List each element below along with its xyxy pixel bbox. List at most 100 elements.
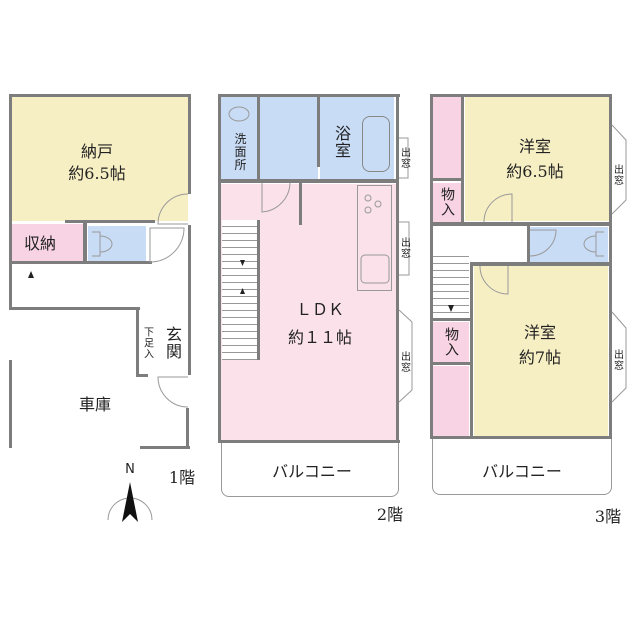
- stairs-3f: [433, 250, 469, 315]
- wall: [396, 94, 399, 443]
- wall: [430, 222, 612, 226]
- stove-icon: [364, 194, 372, 202]
- wall: [136, 374, 148, 377]
- compass-n-label: N: [125, 462, 135, 477]
- wall: [218, 94, 221, 443]
- storage-3f-1: [433, 183, 461, 222]
- bay-window-2f-1: [399, 137, 409, 179]
- wall: [83, 222, 87, 264]
- bay-window-label: 出窓: [611, 349, 623, 371]
- wall: [9, 360, 12, 448]
- wall: [470, 262, 612, 266]
- wall: [9, 94, 191, 97]
- wall: [9, 94, 12, 310]
- door-swing: [261, 182, 291, 213]
- ldk-size: 約１１帖: [287, 328, 353, 347]
- stairs-2f: [222, 220, 257, 360]
- door-swing: [529, 229, 557, 257]
- bay-window-label: 出窓: [398, 351, 410, 373]
- wall: [218, 440, 400, 443]
- balcony-2f-label: バルコニー: [272, 462, 352, 481]
- storage-3f-1-label: 物入: [439, 187, 455, 217]
- western-room-1: [465, 97, 609, 221]
- wall: [65, 220, 155, 223]
- western-room-1-size: 約6.5帖: [506, 162, 564, 181]
- dressing-area: [260, 97, 318, 179]
- bay-window-label: 出窓: [398, 147, 410, 169]
- wall: [430, 94, 612, 97]
- stair-arrow-icon: [240, 260, 245, 266]
- toilet-icon: [92, 231, 113, 257]
- bay-window-3f-1: [611, 124, 627, 215]
- wall: [433, 318, 471, 321]
- bay-window-label: 出窓: [398, 237, 410, 259]
- bathtub-icon: [362, 116, 390, 172]
- washroom-label: 洗面所: [233, 132, 247, 172]
- stair-arrow-icon: [448, 305, 454, 312]
- wall: [433, 178, 461, 181]
- western-room-2-size: 約7帖: [518, 348, 562, 367]
- door-swing: [483, 193, 513, 223]
- stove-icon: [364, 206, 372, 214]
- wall: [430, 94, 433, 439]
- wall: [433, 362, 471, 365]
- shuno-closet: [12, 224, 83, 262]
- wall: [470, 262, 473, 438]
- wall: [257, 220, 260, 360]
- storage-3f-2-label: 物入: [443, 327, 459, 357]
- closet-3f-top: [433, 97, 461, 178]
- door-swing: [157, 376, 189, 408]
- bay-window-label: 出窓: [611, 164, 623, 186]
- door-swing: [149, 227, 185, 263]
- toilet-icon: [583, 231, 604, 257]
- ldk-label: ＬＤＫ: [295, 300, 345, 319]
- wall: [609, 94, 612, 439]
- door-swing: [157, 193, 189, 225]
- stair-arrow-icon: [28, 271, 34, 278]
- shuno-label: 収納: [23, 234, 57, 253]
- floor1-level: 1階: [168, 468, 196, 487]
- balcony-3f-label: バルコニー: [482, 462, 562, 481]
- toilet-3f: [530, 227, 608, 262]
- door-swing: [479, 265, 509, 295]
- wall: [188, 94, 191, 194]
- nando-label: 納戸: [80, 142, 114, 161]
- closet-3f-bottom: [433, 366, 469, 436]
- wall: [140, 446, 190, 449]
- kitchen-sink-icon: [360, 254, 390, 284]
- wall: [317, 97, 320, 167]
- wall: [218, 179, 398, 183]
- storage-3f-2: [433, 322, 469, 362]
- bathroom: [320, 97, 394, 179]
- western-room-2-label: 洋室: [523, 323, 557, 342]
- wall: [430, 436, 612, 439]
- compass-north-arrow-icon: [122, 482, 138, 522]
- wall: [136, 307, 139, 377]
- floor2-level: 2階: [376, 505, 404, 524]
- western-room-2: [474, 266, 608, 436]
- bay-window-2f-3: [398, 309, 413, 403]
- washroom: [221, 97, 258, 179]
- balcony-2f: [221, 443, 399, 497]
- wall: [257, 97, 260, 179]
- wall: [12, 261, 152, 264]
- western-room-1-label: 洋室: [518, 137, 552, 156]
- bay-window-2f-2: [399, 221, 410, 276]
- bath-label: 浴室: [332, 125, 351, 159]
- wall: [9, 307, 140, 310]
- wall: [186, 408, 189, 449]
- wall: [527, 226, 530, 264]
- geta-label: 下足入: [141, 326, 153, 360]
- garage-label: 車庫: [78, 395, 112, 414]
- nando-size: 約6.5帖: [68, 164, 126, 183]
- bay-window-3f-2: [611, 311, 627, 403]
- stove-icon: [374, 200, 382, 208]
- balcony-3f: [432, 439, 612, 495]
- nando-room: [12, 97, 188, 221]
- wall: [188, 225, 191, 375]
- floor3-level: 3階: [594, 507, 622, 526]
- wall: [218, 94, 400, 97]
- kitchen-counter: [357, 185, 392, 291]
